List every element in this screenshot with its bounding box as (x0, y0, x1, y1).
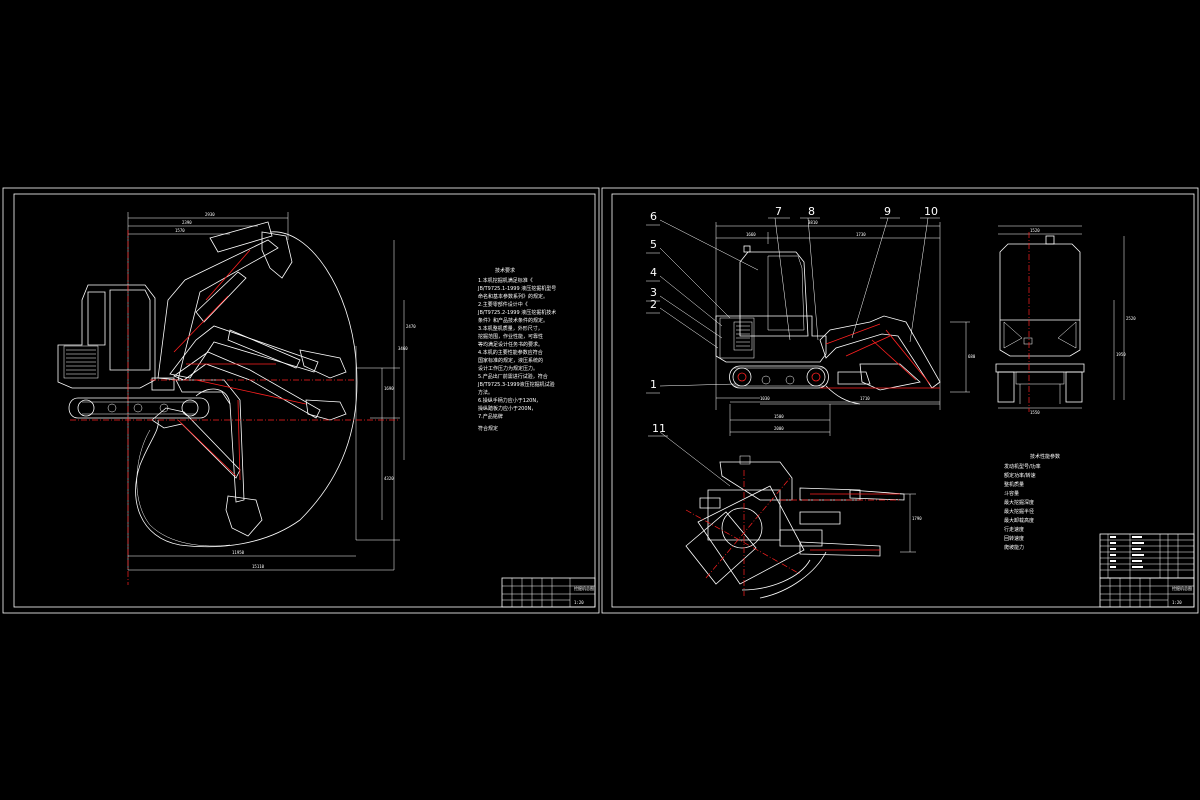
svg-text:2520: 2520 (1126, 316, 1136, 321)
svg-text:1:20: 1:20 (574, 600, 584, 605)
right-dimension-texts: 3810 1660 1730 1030 1710 1500 2000 680 1… (746, 220, 1136, 521)
right-drawing-sheet: 3810 1660 1730 1030 1710 1500 2000 680 1… (601, 187, 1199, 614)
part-number-11: 11 (652, 422, 666, 435)
part-number-7: 7 (775, 205, 782, 218)
left-center-lines (70, 230, 400, 585)
technical-note-line: 1.本机挖掘机满足标准《 (478, 277, 533, 284)
technical-note-line: 5.产品出厂前需进行试验，符合 (478, 373, 548, 380)
svg-text:1730: 1730 (856, 232, 866, 237)
right-sheet-inner-border (611, 193, 1195, 608)
parts-list-table (1099, 533, 1195, 579)
svg-text:1:20: 1:20 (1172, 600, 1182, 605)
params-title: 技术性能参数 (1030, 453, 1060, 460)
left-track-assembly (68, 377, 210, 419)
svg-text:3810: 3810 (808, 220, 818, 225)
svg-text:1500: 1500 (774, 414, 784, 419)
left-sheet-inner-border (13, 193, 596, 608)
technical-note-line: 等均满足设计任务书的要求。 (478, 341, 543, 348)
svg-text:1690: 1690 (384, 386, 394, 391)
svg-text:1790: 1790 (912, 516, 922, 521)
technical-note-line: 方法。 (478, 389, 493, 396)
technical-note-line: JB/T9725.3-1999液压挖掘机试验 (477, 381, 555, 388)
technical-note-line: JB/T9725.2-1999 液压挖掘机技术 (477, 309, 556, 316)
technical-note-line: JB/T9725.1-1999 液压挖掘机型号 (477, 285, 556, 292)
param-line: 整机质量 (1004, 481, 1024, 488)
part-number-callouts: 1 2 3 4 5 6 7 8 9 10 11 (646, 205, 940, 487)
param-line: 最大挖掘半径 (1004, 508, 1034, 515)
svg-text:1710: 1710 (860, 396, 870, 401)
part-number-5: 5 (650, 238, 657, 251)
param-line: 最大挖掘深度 (1004, 499, 1034, 506)
param-line: 发动机型号/功率 (1004, 463, 1041, 470)
param-line: 额定功率/转速 (1004, 472, 1036, 479)
technical-notes-title: 技术要求 (495, 267, 515, 274)
svg-text:2930: 2930 (205, 212, 215, 217)
part-number-9: 9 (884, 205, 891, 218)
left-sheet-outer-border (2, 187, 600, 614)
left-title-block-name: 挖掘机总图 (574, 585, 594, 591)
technical-note-line: 3.本机整机质量，外形尺寸， (478, 325, 543, 332)
param-line: 爬坡能力 (1004, 544, 1024, 551)
part-number-1: 1 (650, 378, 657, 391)
right-dimension-lines (715, 222, 1125, 553)
svg-text:1950: 1950 (1116, 352, 1126, 357)
technical-note-line: 6.操纵手柄力应小于120N， (478, 397, 541, 404)
boom-positions (151, 221, 347, 537)
part-number-3: 3 (650, 286, 657, 299)
right-title-block-name: 挖掘机总图 (1172, 585, 1192, 591)
digging-envelope-inner (136, 429, 231, 547)
left-drawing-sheet: 2930 2390 1570 11950 15110 2470 3460 169… (2, 187, 600, 614)
param-line: 回转速度 (1004, 535, 1024, 542)
part-number-8: 8 (808, 205, 815, 218)
svg-text:3460: 3460 (398, 346, 408, 351)
excavator-side-view (715, 245, 941, 405)
technical-parameters-block: 技术性能参数 发动机型号/功率 额定功率/转速 整机质量 斗容量 最大挖掘深度 … (1004, 453, 1060, 551)
svg-text:11950: 11950 (232, 550, 245, 555)
excavator-front-view (995, 232, 1085, 412)
technical-note-line: 7.产品铭牌 (478, 413, 503, 420)
svg-text:1520: 1520 (1030, 228, 1040, 233)
technical-note-line: 4.本机的主要性能参数应符合 (478, 349, 543, 356)
technical-note-line: 符合规定 (478, 425, 498, 432)
svg-text:2390: 2390 (182, 220, 192, 225)
right-sheet-outer-border (601, 187, 1199, 614)
technical-note-line: 操纵踏板力应小于200N， (478, 405, 536, 412)
part-number-6: 6 (650, 210, 657, 223)
technical-note-line: 国家标准的规定，液压系统的 (478, 357, 543, 364)
technical-note-line: 设计工作压力为规定压力。 (478, 365, 538, 372)
left-dimension-texts: 2930 2390 1570 11950 15110 2470 3460 169… (175, 212, 416, 569)
right-title-block: 挖掘机总图 1:20 (1099, 577, 1195, 608)
excavator-top-view (685, 455, 905, 599)
part-number-2: 2 (650, 298, 657, 311)
digging-envelope-curve (135, 231, 358, 548)
svg-text:4320: 4320 (384, 476, 394, 481)
param-line: 最大卸载高度 (1004, 517, 1034, 524)
svg-text:1030: 1030 (760, 396, 770, 401)
svg-text:1570: 1570 (175, 228, 185, 233)
technical-note-line: 条件》和产品技术条件的规定。 (478, 317, 548, 324)
part-number-4: 4 (650, 266, 657, 279)
left-title-block: 挖掘机总图 1:20 (501, 577, 596, 608)
svg-text:1660: 1660 (746, 232, 756, 237)
svg-text:680: 680 (968, 354, 976, 359)
technical-note-line: 2.主要零部件设计中《 (478, 301, 528, 308)
left-dimension-lines (127, 212, 405, 571)
technical-note-line: 命名和基本参数系列》的规定。 (478, 293, 548, 300)
svg-text:2470: 2470 (406, 324, 416, 329)
part-number-10: 10 (924, 205, 938, 218)
excavator-cab-side-view (57, 284, 156, 389)
svg-text:15110: 15110 (252, 564, 265, 569)
svg-text:2000: 2000 (774, 426, 784, 431)
technical-notes-block: 技术要求 1.本机挖掘机满足标准《 JB/T9725.1-1999 液压挖掘机型… (477, 267, 556, 432)
param-line: 斗容量 (1004, 490, 1019, 497)
param-line: 行走速度 (1004, 526, 1024, 533)
svg-text:1550: 1550 (1030, 410, 1040, 415)
technical-note-line: 挖掘范围，作业性能，可靠性 (478, 333, 543, 340)
